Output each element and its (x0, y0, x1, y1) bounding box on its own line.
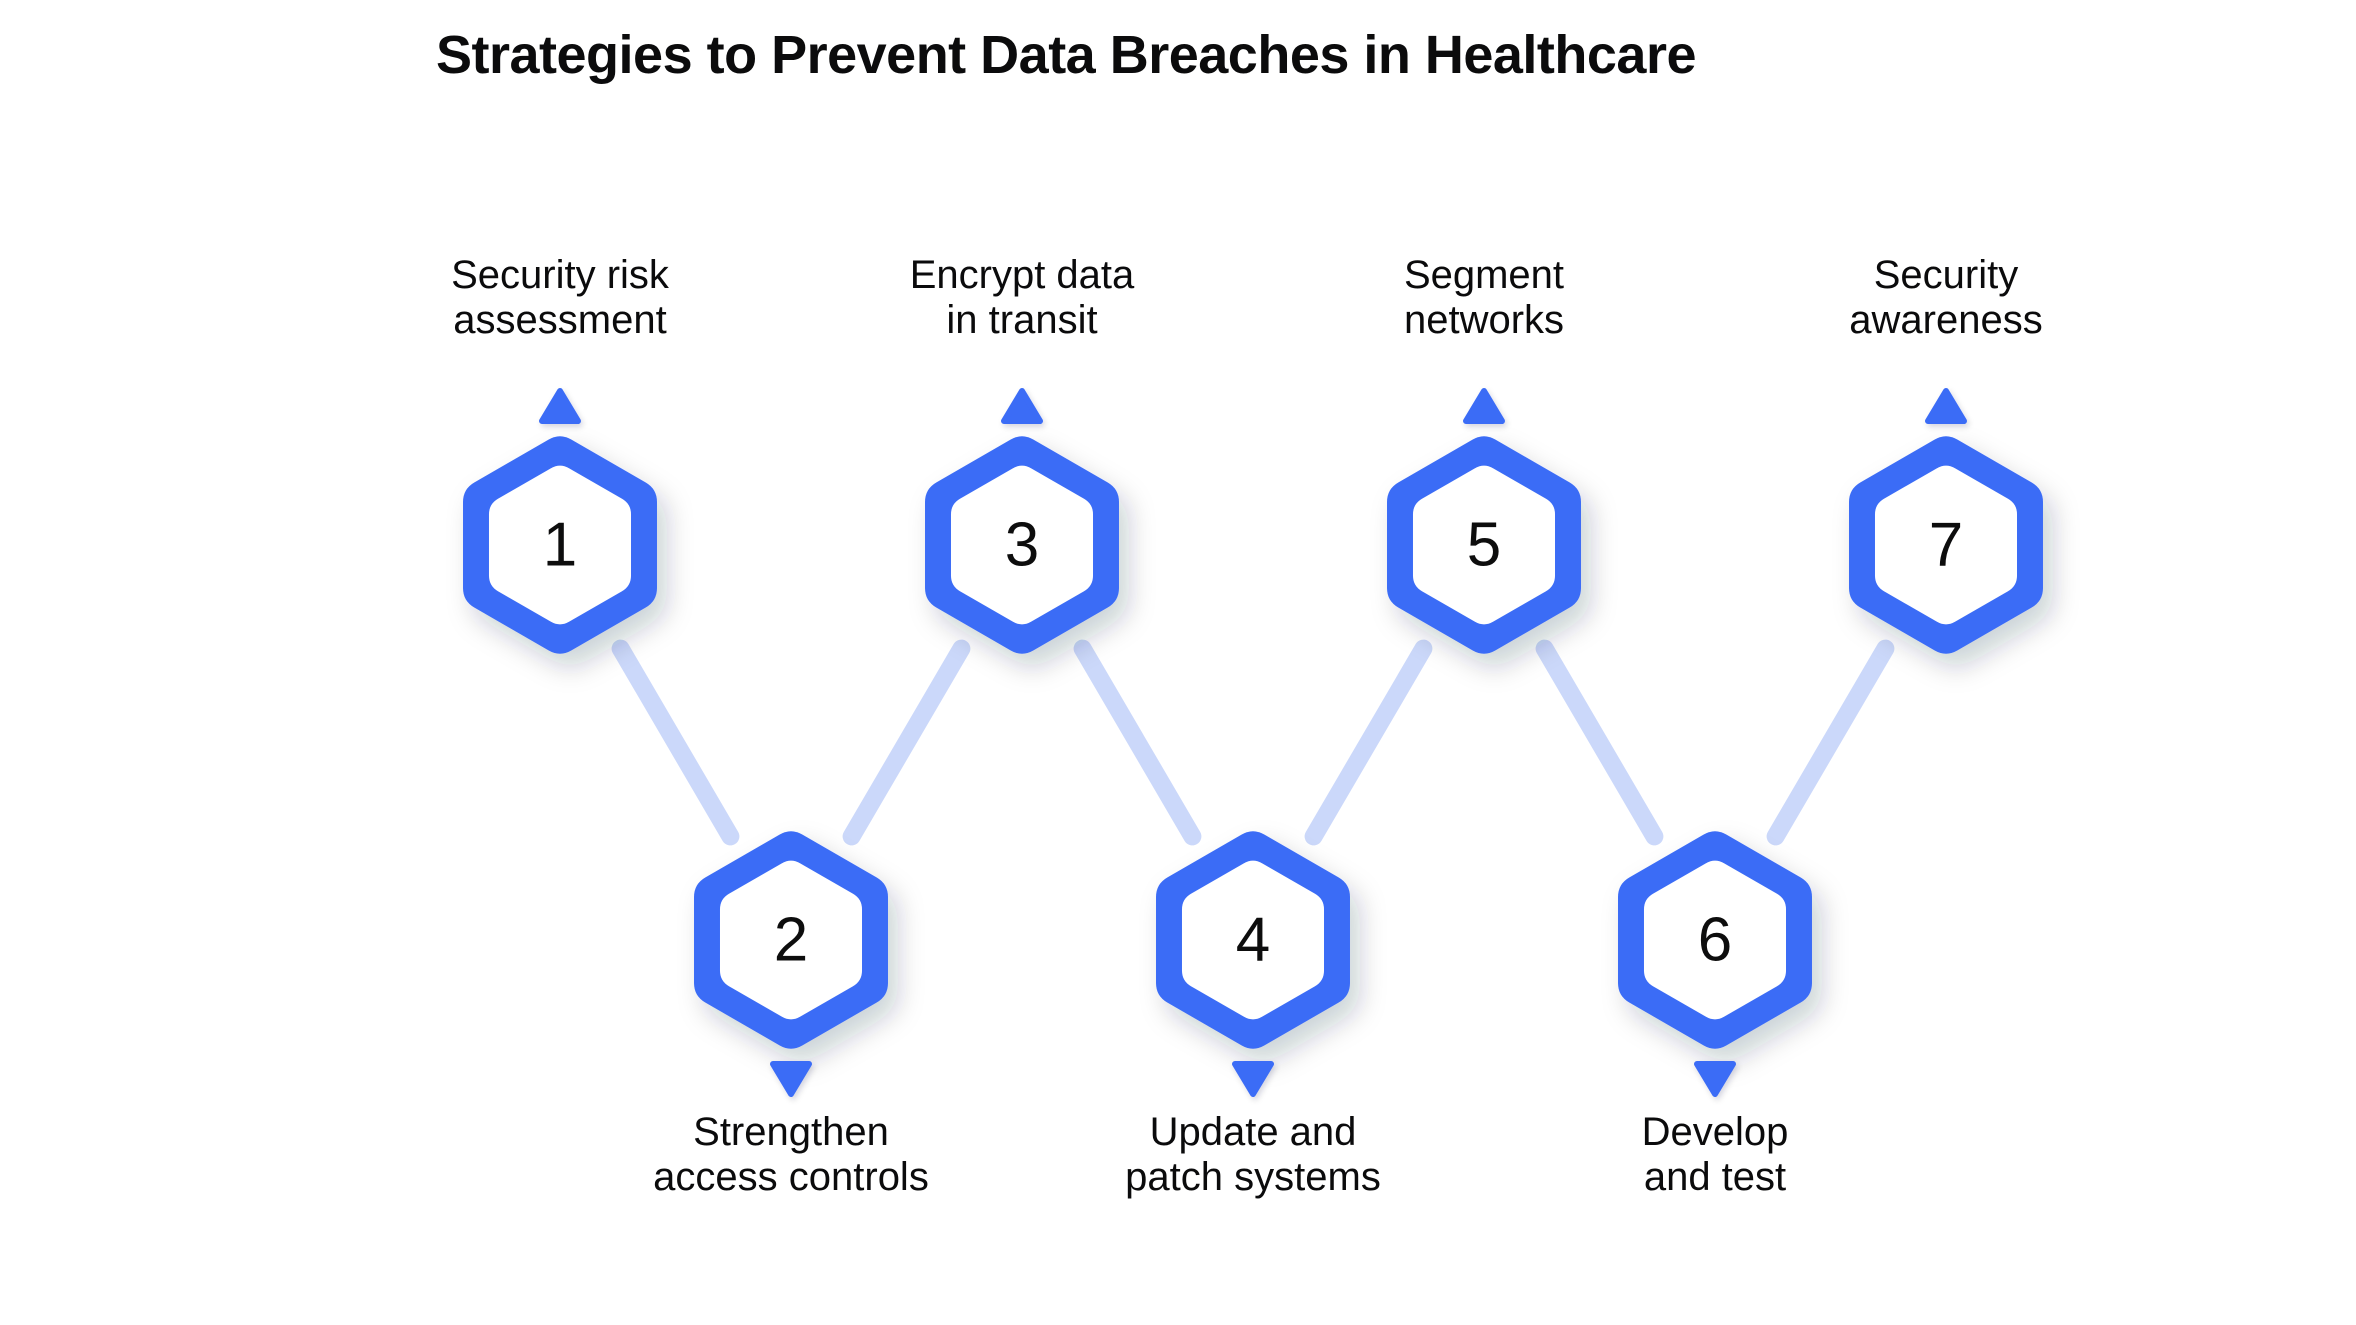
hexagon-node-6[interactable]: 6 (1618, 831, 1812, 1049)
hexagon-inner (719, 860, 863, 1020)
hexagon-inner (1643, 860, 1787, 1020)
connector-line (1304, 639, 1433, 846)
step-number: 7 (1929, 511, 1963, 580)
hexagon-inner (950, 465, 1094, 625)
step-label-2: Strengthen access controls (653, 1110, 929, 1199)
hexagon-inner (488, 465, 632, 625)
triangle-up-icon (539, 388, 581, 424)
connector-line (842, 639, 971, 846)
hexagon-layer: 1 2 3 4 5 6 7 (463, 436, 2043, 1049)
step-label-4: Update and patch systems (1125, 1110, 1381, 1199)
step-number: 5 (1467, 511, 1501, 580)
hexagon-node-1[interactable]: 1 (463, 436, 657, 654)
connector-line (1535, 639, 1664, 846)
step-label-6: Develop and test (1641, 1110, 1789, 1199)
marker-layer (539, 388, 1967, 1097)
connector-line (611, 639, 740, 846)
triangle-up-icon (1001, 388, 1043, 424)
step-number: 3 (1005, 511, 1039, 580)
step-label-7: Security awareness (1849, 253, 2043, 342)
triangle-up-icon (1925, 388, 1967, 424)
step-label-1: Security risk assessment (451, 253, 669, 342)
step-number: 4 (1236, 906, 1270, 975)
triangle-down-icon (1232, 1061, 1274, 1097)
triangle-up-icon (1463, 388, 1505, 424)
step-label-5: Segment networks (1403, 253, 1565, 342)
triangle-down-icon (770, 1061, 812, 1097)
hexagon-inner (1412, 465, 1556, 625)
hexagon-node-4[interactable]: 4 (1156, 831, 1350, 1049)
hexagon-node-3[interactable]: 3 (925, 436, 1119, 654)
hexagon-inner (1181, 860, 1325, 1020)
page-title: Strategies to Prevent Data Breaches in H… (435, 25, 1697, 85)
step-number: 6 (1698, 906, 1732, 975)
step-label-3: Encrypt data in transit (909, 253, 1135, 342)
step-number: 1 (543, 511, 577, 580)
connector-line (1766, 639, 1895, 846)
triangle-down-icon (1694, 1061, 1736, 1097)
hexagon-node-5[interactable]: 5 (1387, 436, 1581, 654)
step-number: 2 (774, 906, 808, 975)
connector-line (1073, 639, 1202, 846)
connector-layer (611, 639, 1895, 846)
hexagon-inner (1874, 465, 2018, 625)
hexagon-node-2[interactable]: 2 (694, 831, 888, 1049)
hexagon-node-7[interactable]: 7 (1849, 436, 2043, 654)
